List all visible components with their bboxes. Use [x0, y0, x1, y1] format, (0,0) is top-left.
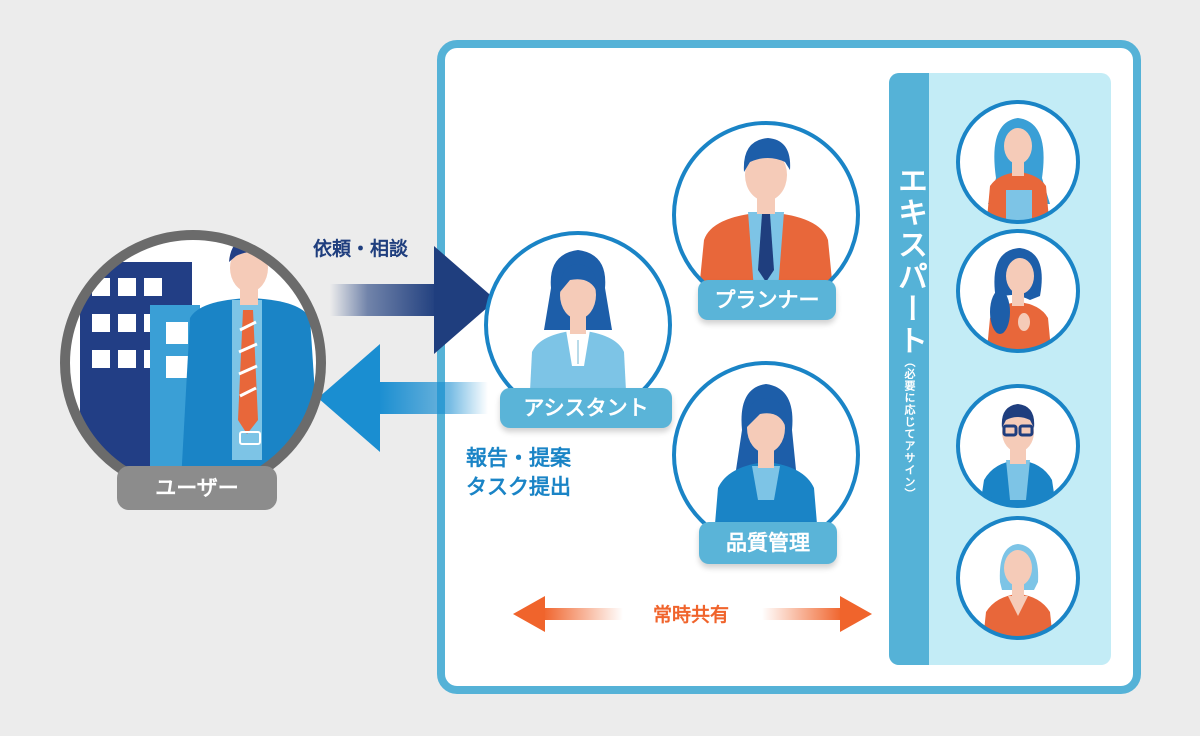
expert-avatar-1: [956, 100, 1080, 224]
expert-avatar-3: [956, 384, 1080, 508]
share-label: 常時共有: [652, 604, 729, 626]
request-label: 依頼・相談: [313, 238, 409, 260]
assistant-label: アシスタント: [500, 388, 672, 428]
planner-label: プランナー: [698, 280, 836, 320]
expert-avatar-2: [956, 229, 1080, 353]
quality-label: 品質管理: [699, 522, 837, 564]
expert-subtitle: （必要に応じてアサイン）: [903, 356, 916, 500]
report-arrow: [318, 344, 488, 452]
report-label-line1: 報告・提案: [466, 446, 571, 470]
user-avatar: [60, 230, 326, 496]
share-arrow-right: [762, 596, 872, 632]
expert-title: エキスパート: [892, 165, 927, 357]
expert-avatar-4: [956, 516, 1080, 640]
expert-title-bar: [889, 73, 929, 665]
request-arrow: [330, 246, 496, 354]
share-arrow-left: [513, 596, 623, 632]
report-label-line2: タスク提出: [466, 475, 571, 499]
user-label: ユーザー: [117, 466, 277, 510]
